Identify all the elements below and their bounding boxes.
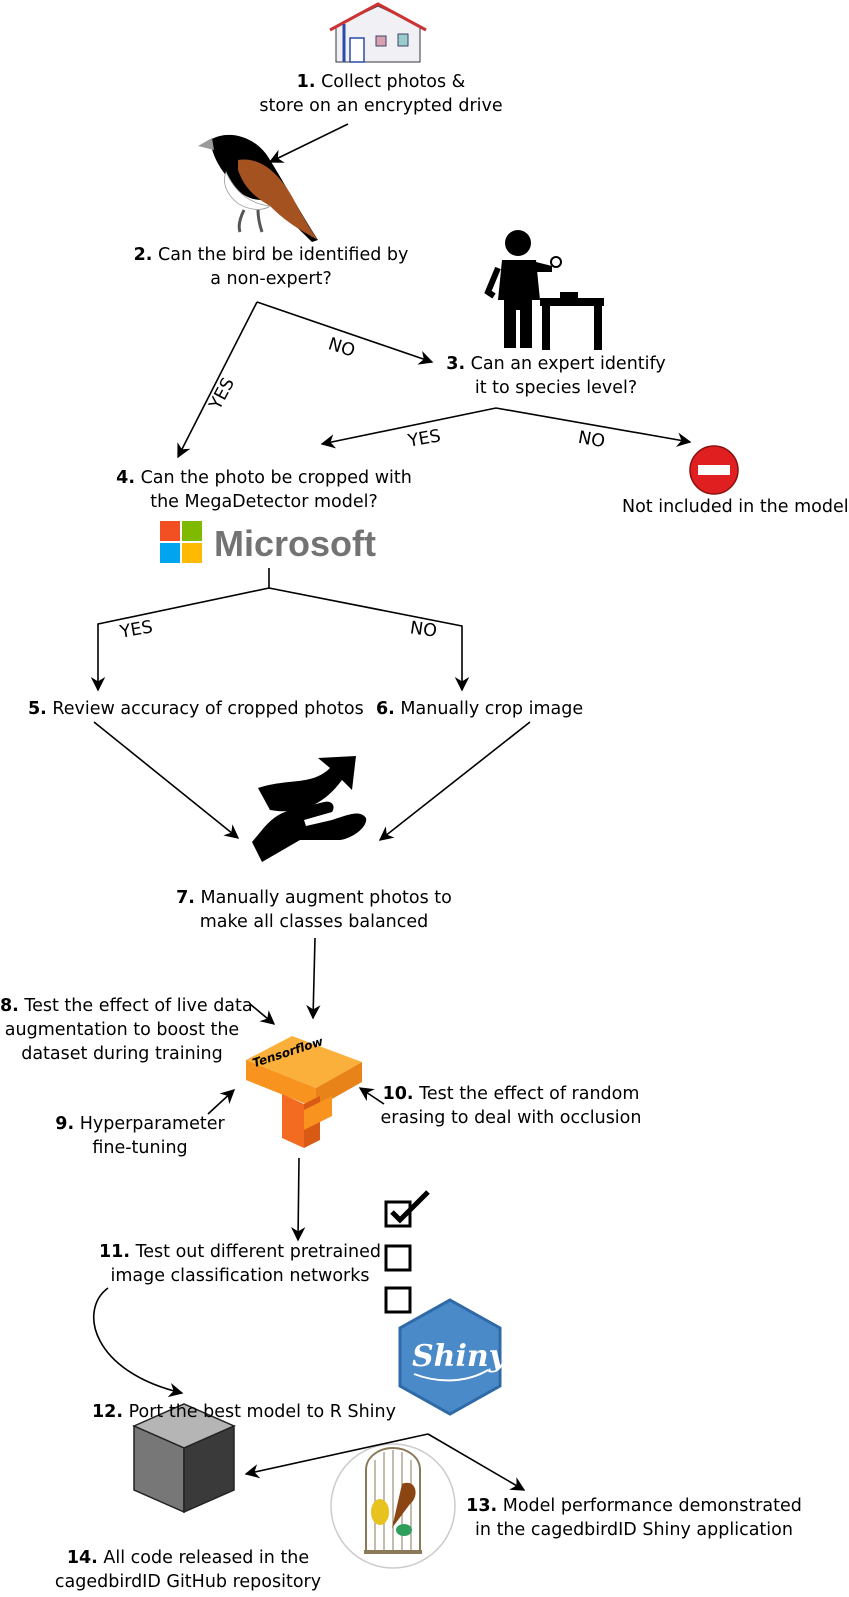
step-number: 4. (116, 468, 135, 488)
step-3: 3. Can an expert identify it to species … (436, 352, 676, 400)
step-text: Model performance demonstrated (502, 1496, 802, 1516)
arrow-2-no (256, 301, 434, 365)
arrow-10-to-tf (358, 1087, 385, 1105)
connector-lines (90, 123, 692, 1491)
step-12: 12. Port the best model to R Shiny (92, 1400, 396, 1424)
step-9: 9. Hyperparameter fine-tuning (52, 1112, 228, 1160)
step-number: 8. (0, 996, 19, 1016)
step-text: it to species level? (474, 378, 638, 398)
step-text: Hyperparameter (79, 1114, 225, 1134)
house-icon (329, 2, 427, 63)
no-entry-icon (689, 445, 739, 495)
arrow-5-to-7 (93, 721, 240, 839)
arrow-1-to-2 (268, 123, 349, 163)
arrow-3-no (495, 407, 692, 447)
step-text: augmentation to boost the (4, 1020, 240, 1040)
step-7: 7. Manually augment photos to make all c… (164, 886, 464, 934)
checklist-icon (384, 1190, 430, 1314)
not-included-label: Not included in the model (622, 497, 849, 517)
shiny-wordmark: Shiny (412, 1339, 509, 1374)
step-text: Test the effect of live data (24, 996, 253, 1016)
step-5: 5. Review accuracy of cropped photos (28, 697, 364, 721)
step-14: 14. All code released in the cagedbirdID… (50, 1546, 326, 1594)
branch-label-s4-no: NO (408, 618, 439, 642)
arrow-4-no (268, 587, 470, 692)
step-text: Manually crop image (400, 699, 584, 719)
step-text: Review accuracy of cropped photos (52, 699, 364, 719)
tensorflow-logo: Tensorflow (246, 1034, 362, 1148)
step-number: 5. (28, 699, 47, 719)
step-text: Manually augment photos to (200, 888, 452, 908)
step-number: 13. (466, 1496, 498, 1516)
arrow-4-yes (90, 568, 270, 692)
step-text: the MegaDetector model? (150, 492, 378, 512)
microsoft-wordmark: Microsoft (214, 523, 376, 564)
step-13: 13. Model performance demonstrated in th… (462, 1494, 806, 1542)
step-text: image classification networks (110, 1266, 370, 1286)
step-text: erasing to deal with occlusion (380, 1108, 642, 1128)
step-number: 1. (296, 72, 316, 92)
microsoft-logo: Microsoft (160, 521, 376, 564)
step-number: 9. (55, 1114, 75, 1134)
step-text: make all classes balanced (199, 912, 429, 932)
arrow-12-to-13 (427, 1433, 526, 1491)
cube-icon (132, 1403, 236, 1514)
step-number: 7. (176, 888, 195, 908)
step-number: 11. (98, 1242, 130, 1262)
step-text: a non-expert? (210, 269, 332, 289)
arrow-8-to-tf (249, 1003, 276, 1025)
step-11: 11. Test out different pretrained image … (98, 1240, 382, 1288)
step-number: 10. (382, 1084, 414, 1104)
step-number: 6. (376, 699, 395, 719)
arrow-9-to-tf (207, 1089, 236, 1115)
arrow-tf-to-11 (290, 1157, 306, 1242)
step-text: dataset during training (21, 1044, 223, 1064)
step-text: Can an expert identify (470, 354, 666, 374)
step-1: 1. Collect photos & store on an encrypte… (256, 70, 506, 118)
arrow-11-to-12 (93, 1287, 184, 1398)
step-text: Test the effect of random (419, 1084, 640, 1104)
step-10: 10. Test the effect of random erasing to… (380, 1082, 642, 1130)
shiny-logo: Shiny (398, 1298, 509, 1416)
step-text: All code released in the (103, 1548, 310, 1568)
step-number: 14. (66, 1548, 98, 1568)
step-text: Collect photos & (321, 72, 466, 92)
step-8: 8. Test the effect of live data augmenta… (0, 994, 253, 1066)
arrow-7-to-tf (306, 937, 321, 1020)
expert-person-icon (484, 230, 604, 350)
arrow-2-yes (177, 301, 258, 459)
step-6: 6. Manually crop image (376, 697, 583, 721)
step-text: fine-tuning (92, 1138, 188, 1158)
step-text: Can the photo be cropped with (140, 468, 412, 488)
step-number: 12. (92, 1402, 124, 1422)
step-text: cagedbirdID GitHub repository (54, 1572, 322, 1592)
step-text: store on an encrypted drive (259, 96, 503, 116)
arrow-6-to-7 (378, 721, 531, 841)
step-text: Port the best model to R Shiny (128, 1402, 396, 1422)
step-text: Test out different pretrained (135, 1242, 382, 1262)
step-text: in the cagedbirdID Shiny application (475, 1520, 793, 1540)
step-number: 3. (446, 354, 466, 374)
birdcage-icon (330, 1443, 456, 1569)
arrow-12-to-14 (244, 1433, 429, 1479)
hand-arrow-icon (252, 756, 367, 862)
step-number: 2. (133, 245, 153, 265)
arrow-3-yes (320, 407, 497, 449)
step-2: 2. Can the bird be identified by a non-e… (126, 243, 416, 291)
bird-icon (198, 134, 318, 242)
step-4: 4. Can the photo be cropped with the Meg… (106, 466, 422, 514)
step-text: Can the bird be identified by (158, 245, 409, 265)
